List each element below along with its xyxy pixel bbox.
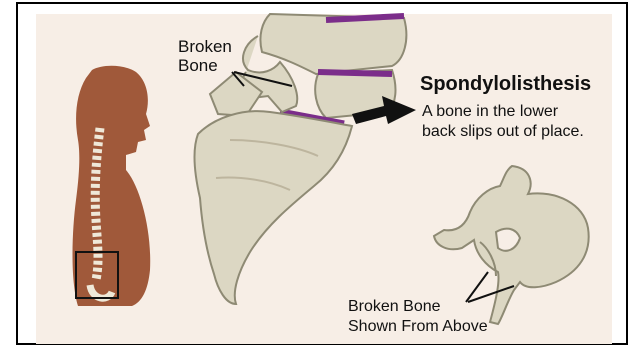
diagram-title: Spondylolisthesis <box>420 73 591 95</box>
broken-bone-top-view-label: Broken Bone Shown From Above <box>348 297 488 337</box>
broken-bone-label: Broken Bone <box>178 38 232 75</box>
diagram-description: A bone in the lower back slips out of pl… <box>422 102 584 142</box>
body-silhouette <box>73 66 151 306</box>
